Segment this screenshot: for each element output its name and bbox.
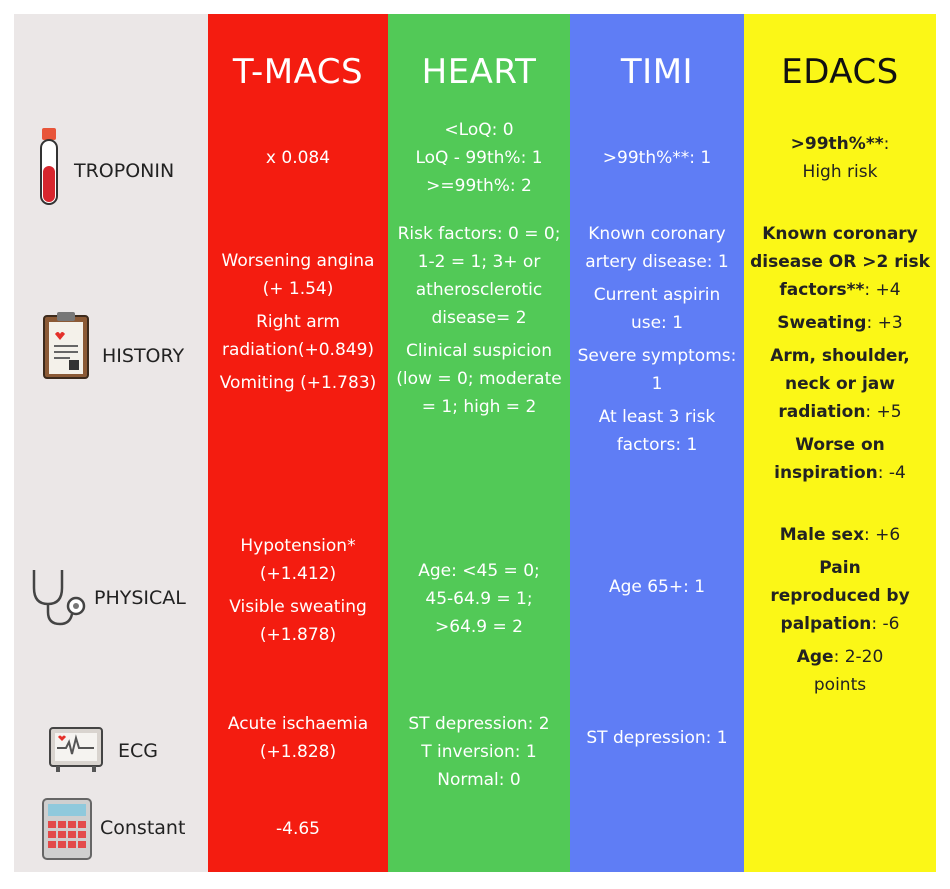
tmacs-physical: Hypotension* (+1.412) Visible sweating (… [208, 532, 388, 654]
column-title-timi: TIMI [620, 52, 694, 92]
tmacs-ecg: Acute ischaemia (+1.828) [227, 714, 369, 762]
edacs-history-item: Known coronary disease OR >2 risk factor… [750, 224, 930, 300]
row-label-troponin: TROPONIN [74, 160, 175, 182]
tmacs-history: Worsening angina (+ 1.54) Right arm radi… [208, 247, 388, 402]
tmacs-constant: -4.65 [276, 819, 320, 839]
edacs-troponin: >99th%**: High risk [790, 134, 890, 182]
timi-troponin: >99th%**: 1 [602, 148, 712, 168]
timi-history-item: At least 3 risk factors: 1 [598, 407, 716, 455]
heart-physical: Age: <45 = 0; 45-64.9 = 1; >64.9 = 2 [418, 561, 540, 637]
column-title-edacs: EDACS [781, 52, 899, 92]
column-timi: TIMI >99th%**: 1 Known coronary artery d… [570, 14, 744, 872]
edacs-history: Known coronary disease OR >2 risk factor… [744, 220, 936, 492]
edacs-physical: Male sex: +6 Pain reproduced by palpatio… [744, 521, 936, 704]
row-labels-column: TROPONIN HISTORY PHYSICAL ECG [14, 14, 208, 872]
edacs-history-item: Sweating: +3 [777, 313, 903, 333]
edacs-physical-item: Age: 2-20 points [796, 647, 884, 695]
column-tmacs: T-MACS x 0.084 Worsening angina (+ 1.54)… [208, 14, 388, 872]
tmacs-history-item: Vomiting (+1.783) [219, 373, 377, 393]
heart-troponin-line: <LoQ: 0 [444, 120, 514, 140]
row-label-ecg: ECG [118, 740, 158, 762]
timi-history: Known coronary artery disease: 1 Current… [570, 220, 744, 464]
timi-history-item: Current aspirin use: 1 [593, 285, 721, 333]
timi-history-item: Known coronary artery disease: 1 [585, 224, 729, 272]
stethoscope-icon [32, 570, 86, 626]
heart-history-item: Clinical suspicion (low = 0; moderate = … [396, 341, 562, 417]
row-label-physical: PHYSICAL [94, 587, 186, 609]
column-heart: HEART <LoQ: 0 LoQ - 99th%: 1 >=99th%: 2 … [388, 14, 570, 872]
troponin-tube-icon [40, 128, 58, 205]
row-label-constant: Constant [100, 817, 186, 839]
heart-history-item: Risk factors: 0 = 0; 1-2 = 1; 3+ or athe… [397, 224, 561, 328]
clipboard-icon [43, 312, 89, 379]
row-label-history: HISTORY [102, 345, 185, 367]
timi-physical: Age 65+: 1 [608, 577, 706, 597]
heart-ecg-line: Normal: 0 [437, 770, 521, 790]
heart-ecg: ST depression: 2 T inversion: 1 Normal: … [388, 710, 570, 794]
tmacs-physical-item: Visible sweating (+1.878) [229, 597, 367, 645]
heart-troponin-line: LoQ - 99th%: 1 [415, 148, 543, 168]
edacs-history-item: Worse on inspiration: -4 [774, 435, 906, 483]
tmacs-physical-item: Hypotension* (+1.412) [240, 536, 356, 584]
tmacs-troponin: x 0.084 [265, 148, 331, 168]
tmacs-history-item: Worsening angina (+ 1.54) [221, 251, 375, 299]
calculator-icon [42, 798, 92, 860]
heart-troponin: <LoQ: 0 LoQ - 99th%: 1 >=99th%: 2 [388, 116, 570, 200]
column-edacs: EDACS >99th%**: High risk Known coronary… [744, 14, 936, 872]
ecg-monitor-icon [49, 727, 103, 772]
heart-troponin-line: >=99th%: 2 [426, 176, 532, 196]
column-title-heart: HEART [421, 52, 537, 92]
edacs-physical-item: Male sex: +6 [779, 525, 901, 545]
heart-ecg-line: T inversion: 1 [421, 742, 537, 762]
timi-history-item: Severe symptoms: 1 [577, 346, 737, 394]
edacs-physical-item: Pain reproduced by palpation: -6 [770, 558, 910, 634]
heart-ecg-line: ST depression: 2 [408, 714, 550, 734]
tmacs-history-item: Right arm radiation(+0.849) [221, 312, 375, 360]
column-title-tmacs: T-MACS [232, 52, 364, 92]
heart-history: Risk factors: 0 = 0; 1-2 = 1; 3+ or athe… [388, 220, 570, 426]
timi-ecg: ST depression: 1 [586, 728, 728, 748]
edacs-history-item: Arm, shoulder, neck or jaw radiation: +5 [770, 346, 910, 422]
